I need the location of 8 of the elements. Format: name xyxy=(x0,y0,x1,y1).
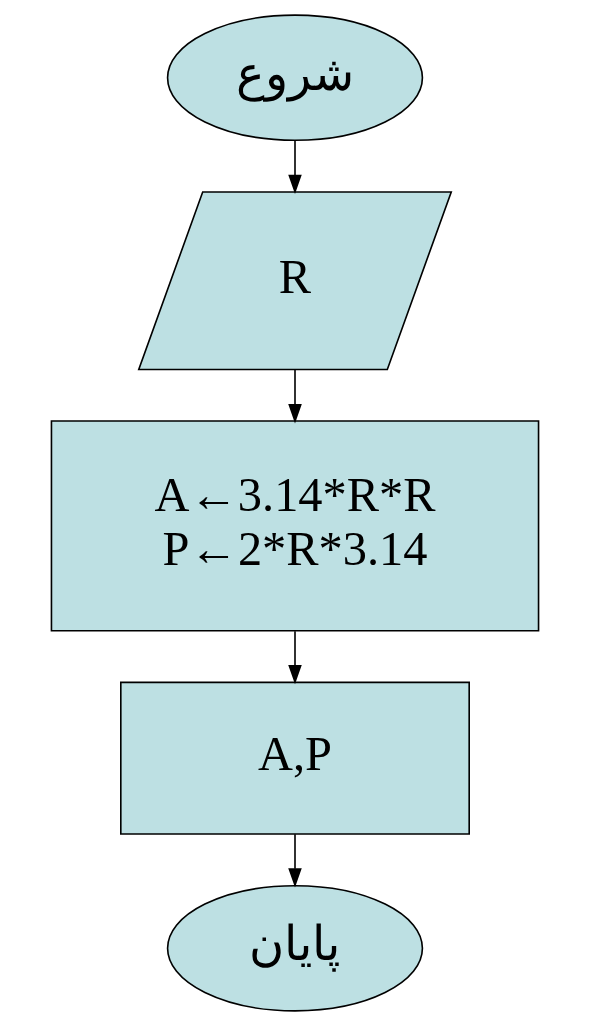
arrow xyxy=(287,833,302,888)
arrow xyxy=(287,140,302,195)
node-box: A,P xyxy=(119,681,470,835)
node-ellipse: شروع xyxy=(166,14,423,142)
arrow xyxy=(287,630,302,685)
node-box: A←3.14*R*R P←2*R*3.14 xyxy=(50,420,539,632)
arrow xyxy=(287,368,302,424)
node-ellipse: پایان xyxy=(166,884,423,1012)
